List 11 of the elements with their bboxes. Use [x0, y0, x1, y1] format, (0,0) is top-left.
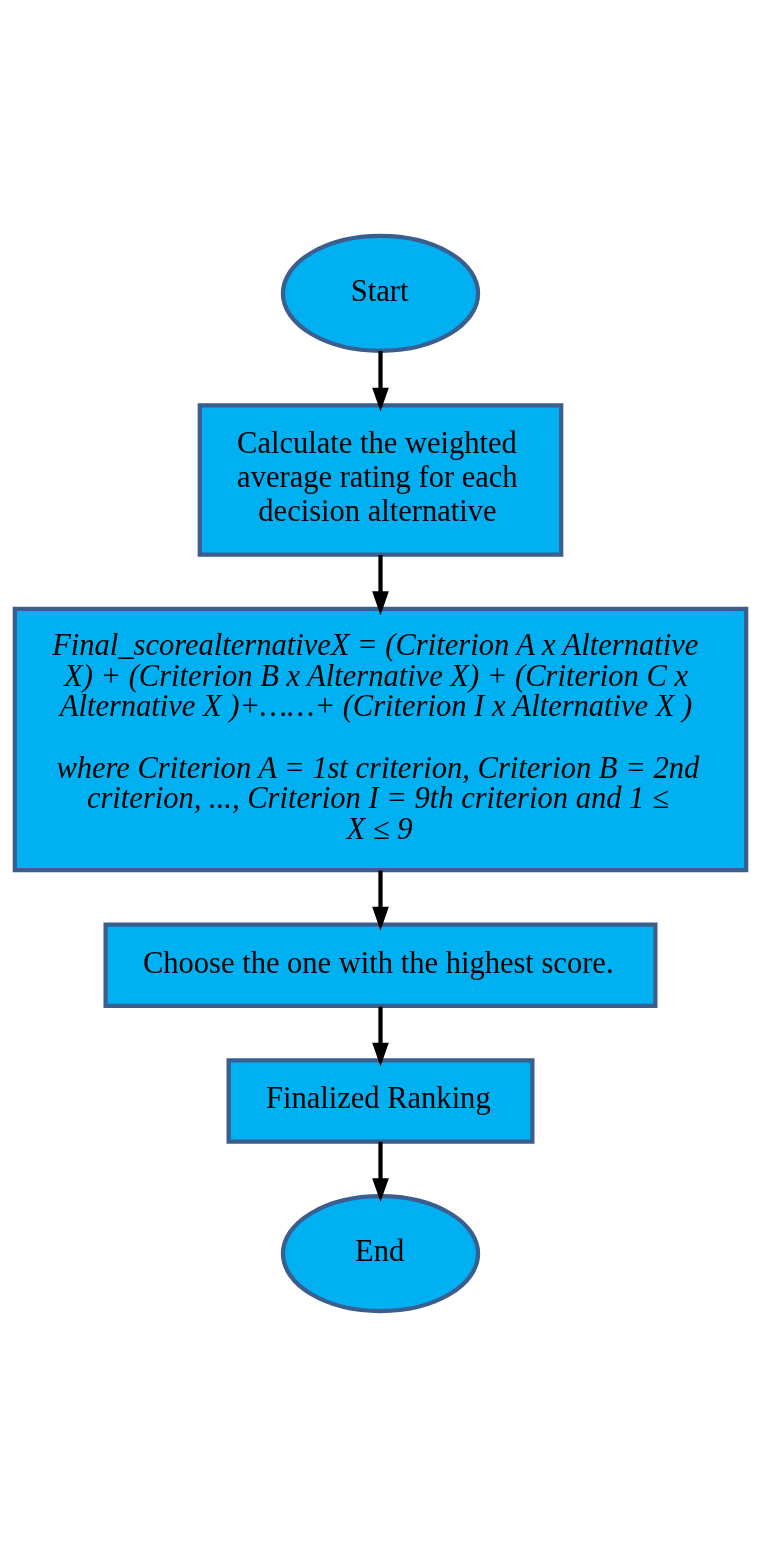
arrow: [372, 351, 389, 412]
arrow: [372, 1141, 389, 1202]
node-ellipse: Start: [280, 233, 481, 353]
node-box: Finalized Ranking: [226, 1058, 535, 1144]
node-box: Choose the one with the highest score.: [103, 922, 658, 1009]
arrow: [372, 1006, 389, 1067]
node-box: Final_scorealternativeX = (Criterion A x Alternative X) + (Criterion B x Alternative X) + (Criterion C x Alternative X )+……+ (Criterion I x Alternative X ) where Criterion A = 1st criterion, Criterion B = 2nd criterion, ..., Criterion I = 9th criterion and 1 ≤ X ≤ 9: [12, 606, 749, 873]
node-ellipse: End: [280, 1194, 481, 1314]
arrow: [372, 870, 389, 931]
node-box: Calculate the weighted average rating for each decision alternative: [197, 403, 564, 557]
arrow: [372, 555, 389, 616]
